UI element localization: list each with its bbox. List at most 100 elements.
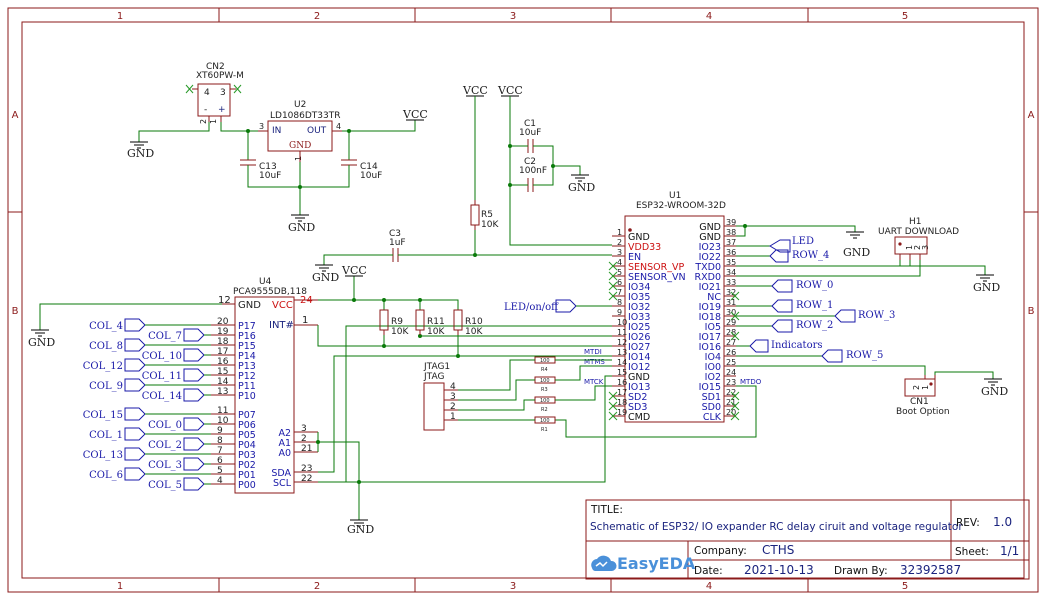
u1-pin-name: TXD0 bbox=[694, 262, 721, 273]
col-port-shape bbox=[183, 437, 205, 451]
net-mtdi: MTDI bbox=[584, 348, 602, 356]
u1-pin-num: 36 bbox=[726, 248, 736, 257]
net-mtck: MTCK bbox=[584, 378, 604, 386]
u4-gnd-pin-num: 12 bbox=[218, 295, 231, 306]
c14-val: 10uF bbox=[360, 171, 382, 181]
nc-mark bbox=[608, 291, 618, 301]
u2-ref: U2 bbox=[294, 100, 306, 110]
u1-pin-name: CLK bbox=[703, 412, 722, 423]
u1-right-wires bbox=[555, 224, 994, 438]
gnd-symbol-c3: GND bbox=[312, 264, 339, 284]
c14-ref: C14 bbox=[360, 162, 378, 172]
col-net-port: COL_1 bbox=[89, 427, 211, 441]
nc-mark bbox=[730, 331, 740, 341]
company-label: Company: bbox=[694, 545, 747, 557]
u1-pin-name: IO2 bbox=[705, 372, 721, 383]
u4-pin-name: P01 bbox=[238, 470, 256, 481]
net-port-row2: ROW_2 bbox=[771, 319, 833, 333]
u1-pin-name: IO14 bbox=[628, 352, 650, 363]
jtag-pin4: 4 bbox=[450, 382, 456, 392]
c13-ref: C13 bbox=[259, 162, 277, 172]
col-port-label: COL_3 bbox=[148, 460, 182, 471]
net-indicators-label: Indicators bbox=[771, 340, 823, 351]
u1-pin-name: IO18 bbox=[699, 312, 721, 323]
nc-mark bbox=[608, 261, 618, 271]
u1-pin-num: 15 bbox=[617, 368, 627, 377]
row-label-right-b: B bbox=[1028, 306, 1035, 317]
r5-ref: R5 bbox=[481, 210, 493, 220]
u1-pin-name: VDD33 bbox=[628, 242, 661, 253]
h1-ref: H1 bbox=[909, 217, 922, 227]
row-label-right-a: A bbox=[1028, 110, 1035, 121]
u1-pin-num: 13 bbox=[617, 348, 627, 357]
gnd-symbol-i2c: GND bbox=[347, 519, 374, 536]
u4-pin-num: 10 bbox=[217, 416, 229, 426]
gnd-label-u4: GND bbox=[28, 336, 55, 349]
title-text: Schematic of ESP32/ IO expander RC delay… bbox=[590, 521, 963, 533]
col-port-label: COL_11 bbox=[142, 371, 182, 382]
u4-part: PCA9555DB,118 bbox=[233, 287, 307, 297]
col-port-label: COL_8 bbox=[89, 341, 123, 352]
col-label-bottom-3: 3 bbox=[510, 581, 516, 592]
u1-pin-name: IO34 bbox=[628, 282, 650, 293]
decoupling-wires bbox=[508, 96, 612, 246]
col-net-port: COL_10 bbox=[142, 348, 211, 362]
u2-part: LD1086DT33TR bbox=[270, 111, 340, 121]
u1-pin-num: 24 bbox=[726, 368, 736, 377]
col-port-label: COL_10 bbox=[142, 351, 182, 362]
r11-val: 10K bbox=[427, 327, 445, 337]
row-label-left-a: A bbox=[12, 110, 19, 121]
r9-ref: R9 bbox=[391, 317, 403, 327]
cn2-pin4: 4 bbox=[204, 88, 210, 98]
gnd-label-c3: GND bbox=[312, 271, 339, 284]
col-label-bottom-5: 5 bbox=[902, 581, 908, 592]
r10-resistor: R10 10K bbox=[453, 309, 483, 337]
r1-val: 100 bbox=[540, 418, 550, 424]
u1-pin-num: 39 bbox=[726, 218, 736, 227]
u1-pin-num: 38 bbox=[726, 228, 736, 237]
u1-pin-name: IO33 bbox=[628, 312, 650, 323]
r5-val: 10K bbox=[481, 220, 499, 230]
nc-mark bbox=[608, 391, 618, 401]
col-port-shape bbox=[124, 358, 146, 372]
net-port-row0: ROW_0 bbox=[771, 279, 833, 293]
cn1-part: Boot Option bbox=[896, 407, 950, 417]
jtag-series-resistors: 100 100 100 100 R4 R3 R2 R1 MTDI MTMS MT… bbox=[458, 348, 762, 433]
cn1-boot-option: 2 1 CN1 Boot Option bbox=[896, 375, 950, 417]
u1-pin-num: 5 bbox=[617, 268, 622, 277]
net-port-row5: ROW_5 bbox=[821, 349, 883, 363]
nc-mark bbox=[608, 271, 618, 281]
r3-ref: R3 bbox=[541, 387, 548, 393]
c1-ref: C1 bbox=[524, 119, 536, 129]
gnd-label-cn1: GND bbox=[981, 385, 1008, 398]
col-net-port: COL_3 bbox=[148, 457, 211, 471]
u4-pin-num: 14 bbox=[217, 377, 229, 387]
u1-pin-num: 33 bbox=[726, 278, 736, 287]
drawn-by-value: 32392587 bbox=[900, 563, 961, 577]
u4-pin-num: 15 bbox=[217, 367, 228, 377]
u4-pin-name: P04 bbox=[238, 440, 256, 451]
u4-pin-num: 16 bbox=[217, 357, 229, 367]
col-port-shape bbox=[124, 447, 146, 461]
u4-pin-num: 3 bbox=[301, 424, 307, 434]
col-port-label: COL_14 bbox=[142, 391, 182, 402]
c14-capacitor: C14 10uF bbox=[341, 159, 382, 181]
col-net-port: COL_13 bbox=[83, 447, 211, 461]
u4-pin-name: P10 bbox=[238, 391, 256, 402]
col-label-top-3: 3 bbox=[510, 11, 516, 22]
u1-pin-name: IO4 bbox=[705, 352, 721, 363]
sheet-label: Sheet: bbox=[955, 546, 989, 558]
u1-pin-name: GND bbox=[628, 372, 650, 383]
col-label-top-5: 5 bbox=[902, 11, 908, 22]
u1-pin-num: 3 bbox=[617, 248, 622, 257]
net-port-row4: ROW_4 bbox=[769, 249, 829, 263]
col-net-port: COL_11 bbox=[142, 368, 211, 382]
u1-pin-name: IO26 bbox=[628, 332, 650, 343]
u4-vcc-pin-num: 24 bbox=[300, 295, 313, 306]
c13-val: 10uF bbox=[259, 171, 281, 181]
col-port-shape bbox=[124, 427, 146, 441]
jtag-ref: JTAG1 bbox=[423, 362, 450, 372]
